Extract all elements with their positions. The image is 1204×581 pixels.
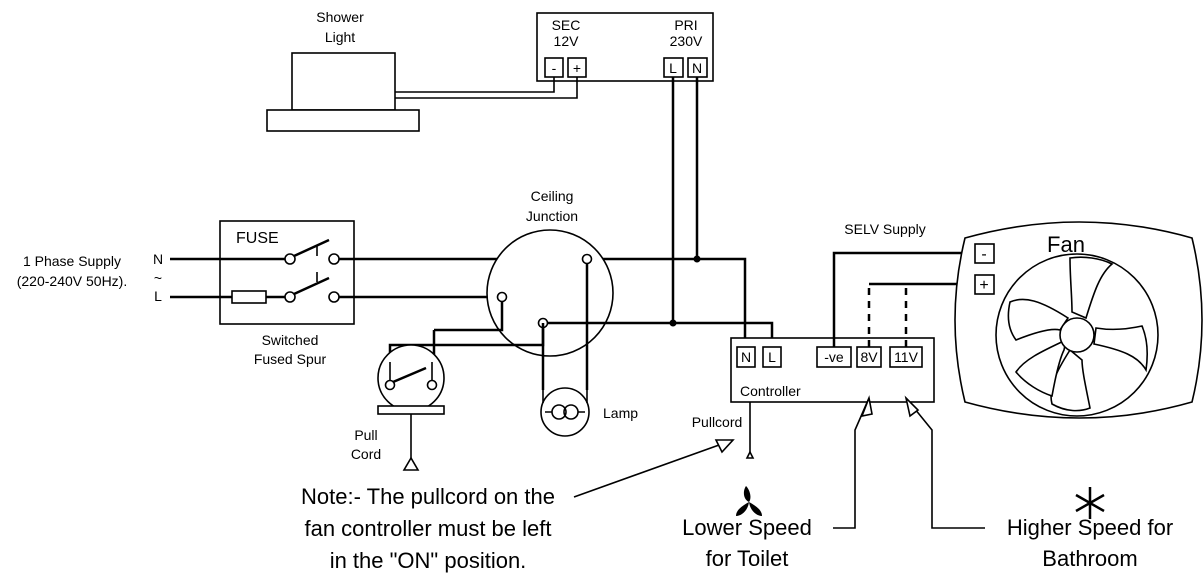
- live-switch-contact-in: [284, 291, 296, 303]
- pri-n-label: N: [692, 60, 702, 76]
- pull-switch-contact-left: [384, 379, 396, 391]
- live-to-pullswitch-wire: [434, 302, 504, 332]
- fan-controller: N L -ve 8V 11V Controller Pullcord: [692, 337, 935, 459]
- fused-spur-caption-1: Switched: [262, 332, 319, 348]
- fan-label: Fan: [1047, 232, 1085, 257]
- lamp: Lamp: [540, 387, 638, 437]
- lamp-filament-coil-right: [563, 404, 579, 420]
- fan-plus-terminal: [974, 274, 995, 295]
- junction-label-1: Ceiling: [531, 188, 574, 204]
- controller-l-label: L: [768, 349, 776, 365]
- light-to-sec-minus-wire: [395, 77, 555, 93]
- light-to-sec-plus-wire: [395, 77, 578, 99]
- pull-cord-label-1: Pull: [354, 427, 377, 443]
- lamp-label: Lamp: [603, 405, 638, 421]
- controller-l-terminal: [762, 346, 782, 368]
- supply-label-2: (220-240V 50Hz).: [17, 273, 128, 289]
- shower-light-body: [291, 52, 396, 111]
- controller-n-label: N: [741, 349, 751, 365]
- transformer: SEC 12V PRI 230V - + L N: [536, 12, 714, 82]
- sec-minus-label: -: [552, 60, 557, 76]
- fan-plus-label: +: [979, 277, 988, 294]
- shower-light-base: [266, 109, 420, 132]
- neutral-switch-contact-out: [328, 253, 340, 265]
- junction-label-2: Junction: [526, 208, 578, 224]
- controller-neg-label: -ve: [824, 349, 844, 365]
- supply: 1 Phase Supply (220-240V 50Hz). N ~ L: [17, 251, 163, 304]
- lower-speed-pointer-line: [833, 397, 870, 529]
- pull-cord-label-2: Cord: [351, 446, 381, 462]
- fan-hub: [1059, 317, 1095, 353]
- junction-circle: [486, 229, 614, 357]
- pull-cord-toggle-icon: [402, 456, 420, 471]
- pri-n-junction-dot: [693, 255, 701, 263]
- transformer-sec-label: SEC: [552, 17, 581, 33]
- transformer-pri-label: PRI: [674, 17, 697, 33]
- sec-plus-label: +: [573, 60, 581, 76]
- fuse-cartridge: [231, 290, 267, 304]
- selv-negative-wire: [832, 251, 975, 347]
- shower-light-label-2: Light: [325, 29, 355, 45]
- higher-speed-label-2: Bathroom: [1042, 546, 1137, 571]
- note: Note:- The pullcord on the fan controlle…: [301, 439, 735, 573]
- supply-n-label: N: [153, 251, 163, 267]
- higher-speed: Higher Speed for Bathroom: [904, 395, 1173, 571]
- note-pointer-line: [573, 439, 734, 498]
- ceiling-junction: Ceiling Junction: [486, 188, 614, 357]
- pri-l-label: L: [669, 60, 677, 76]
- fan-minus-terminal: [974, 243, 995, 264]
- transformer-pri-voltage: 230V: [670, 33, 703, 49]
- lower-speed-fan-icon: [736, 486, 762, 516]
- controller-11v-label: 11V: [894, 349, 919, 365]
- junction-neutral-terminal: [581, 253, 593, 265]
- fan-blades-icon: [1007, 256, 1148, 412]
- shower-light: Shower Light: [266, 9, 420, 132]
- neutral-to-controller-wire: [598, 257, 747, 347]
- higher-speed-pointer-line: [905, 397, 985, 529]
- note-line-3: in the "ON" position.: [330, 548, 527, 573]
- note-line-2: fan controller must be left: [304, 516, 551, 541]
- pull-switch-base: [377, 405, 445, 415]
- lamp-circle: [540, 387, 590, 437]
- controller-label: Controller: [740, 383, 801, 399]
- shower-light-label-1: Shower: [316, 9, 364, 25]
- lower-speed-label-2: for Toilet: [706, 546, 789, 571]
- pri-l-junction-dot: [669, 319, 677, 327]
- higher-speed-label-1: Higher Speed for: [1007, 515, 1173, 540]
- higher-speed-arrowhead-icon: [904, 395, 920, 418]
- lamp-filament-coil-left: [551, 404, 567, 420]
- supply-tilde-label: ~: [154, 270, 162, 286]
- pull-switch-contact-right: [426, 379, 438, 391]
- junction-live-terminal: [496, 291, 508, 303]
- higher-speed-asterisk-icon: [1075, 487, 1105, 519]
- fused-spur-caption-2: Fused Spur: [254, 351, 327, 367]
- note-line-1: Note:- The pullcord on the: [301, 484, 555, 509]
- neutral-switch-contact-in: [284, 253, 296, 265]
- neutral-switch-blade: [293, 238, 330, 258]
- controller-pullcord-label: Pullcord: [692, 414, 743, 430]
- fan: Fan - +: [954, 221, 1203, 419]
- lower-speed: Lower Speed for Toilet: [682, 395, 873, 571]
- pull-switch-blade: [392, 366, 427, 384]
- live-switch-contact-out: [328, 291, 340, 303]
- controller-pullcord-toggle-icon: [745, 450, 755, 459]
- controller-n-terminal: [736, 346, 756, 368]
- transformer-sec-voltage: 12V: [554, 33, 580, 49]
- note-pointer-arrowhead-icon: [714, 439, 735, 454]
- fuse-label: FUSE: [236, 230, 279, 247]
- controller-8v-label: 8V: [860, 349, 878, 365]
- supply-l-label: L: [154, 288, 162, 304]
- fused-spur-box: [219, 220, 355, 325]
- pull-cord-switch: Pull Cord: [351, 344, 445, 471]
- supply-label-1: 1 Phase Supply: [23, 253, 121, 269]
- pull-switch-circle: [377, 344, 445, 412]
- selv-supply-label: SELV Supply: [844, 221, 925, 237]
- fan-minus-label: -: [981, 246, 986, 263]
- fused-spur: FUSE Switched Fused Spur: [219, 220, 355, 367]
- lower-speed-label-1: Lower Speed: [682, 515, 812, 540]
- live-switch-blade: [293, 276, 330, 296]
- lower-speed-arrowhead-icon: [860, 395, 873, 418]
